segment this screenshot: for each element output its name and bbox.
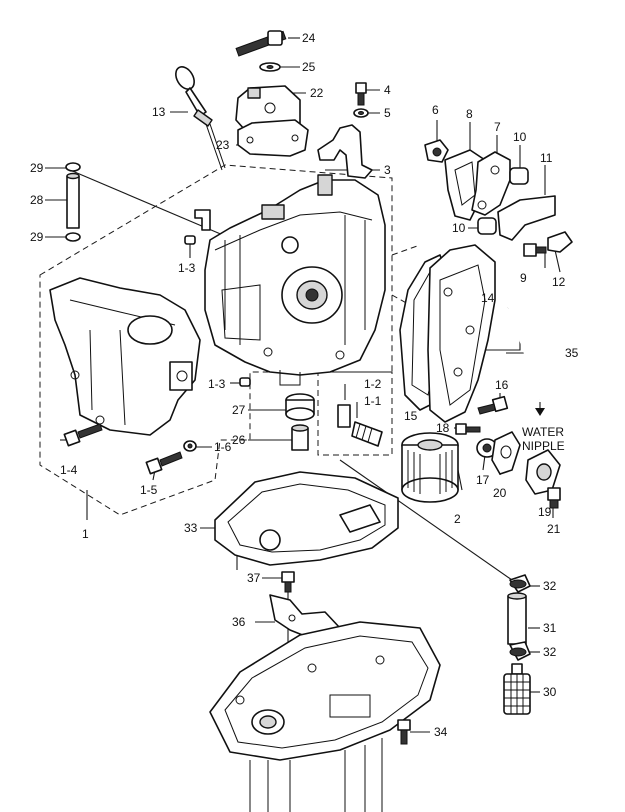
- label-1-6: 1-6: [214, 440, 232, 454]
- part-34-bolt: [397, 719, 411, 745]
- label-12: 12: [552, 275, 566, 289]
- water-nipple-arrow: [535, 402, 545, 416]
- oil-pan-housing: [209, 621, 441, 812]
- part-1-crankcase-block: [204, 174, 386, 386]
- label-23: 23: [216, 138, 230, 152]
- part-11-bracket: [497, 195, 556, 241]
- label-4: 4: [384, 83, 391, 97]
- part-1-2-dowel: [337, 404, 351, 428]
- part-1-3-pin-lower: [239, 377, 251, 387]
- label-27: 27: [232, 403, 246, 417]
- part-elbow-fitting: [194, 209, 211, 231]
- part-37-bolt: [281, 571, 295, 593]
- label-30: 30: [543, 685, 557, 699]
- label-36: 36: [232, 615, 246, 629]
- label-1-3-lower: 1-3: [208, 377, 226, 391]
- label-32-upper: 32: [543, 579, 557, 593]
- part-16-bolt: [477, 395, 509, 415]
- part-21-bolt: [547, 487, 561, 509]
- label-1-1: 1-1: [364, 394, 382, 408]
- label-37: 37: [247, 571, 261, 585]
- label-14: 14: [481, 291, 495, 305]
- label-34: 34: [434, 725, 448, 739]
- part-2-oil-filter: [401, 432, 459, 503]
- water-nipple-label-line1: WATER: [522, 425, 564, 439]
- part-30-strainer: [503, 663, 531, 715]
- label-15: 15: [404, 409, 418, 423]
- part-29-clip-upper: [65, 162, 81, 172]
- label-5: 5: [384, 106, 391, 120]
- part-12-clip: [547, 231, 573, 253]
- label-2: 2: [454, 512, 461, 526]
- part-3-bracket: [317, 124, 373, 179]
- part-20-gasket: [491, 431, 521, 475]
- label-20: 20: [493, 486, 507, 500]
- part-24-bolt: [235, 30, 287, 57]
- part-25-washer: [259, 62, 281, 72]
- label-25: 25: [302, 60, 316, 74]
- label-1-4: 1-4: [60, 463, 78, 477]
- label-16: 16: [495, 378, 509, 392]
- part-5-washer: [353, 108, 369, 118]
- part-1-1-stud: [351, 421, 383, 447]
- label-1-2: 1-2: [364, 377, 382, 391]
- label-28: 28: [30, 193, 44, 207]
- part-32-clamp-upper: [509, 574, 531, 593]
- label-35: 35: [565, 346, 579, 360]
- label-11: 11: [540, 151, 553, 165]
- part-13-dipstick: [175, 66, 226, 171]
- part-27-grommet: [285, 393, 315, 421]
- part-14-exhaust-cover: [427, 244, 496, 423]
- part-23-gasket: [237, 119, 309, 157]
- label-6: 6: [432, 103, 439, 117]
- part-31-hose-section: [507, 592, 527, 645]
- label-33: 33: [184, 521, 198, 535]
- water-nipple-label-line2: NIPPLE: [522, 439, 565, 453]
- label-10-upper: 10: [513, 130, 527, 144]
- label-3: 3: [384, 163, 391, 177]
- label-10-lower: 10: [452, 221, 466, 235]
- label-31: 31: [543, 621, 557, 635]
- label-18: 18: [436, 421, 450, 435]
- label-29-lower: 29: [30, 230, 44, 244]
- part-19-fitting: [525, 449, 561, 495]
- label-29-upper: 29: [30, 161, 44, 175]
- label-26: 26: [232, 433, 246, 447]
- part-10-grommet-upper: [509, 167, 529, 185]
- part-29-clip-lower: [65, 232, 81, 242]
- part-35-hose: [505, 295, 549, 401]
- label-7: 7: [494, 120, 501, 134]
- part-1-left-cover: [49, 277, 201, 436]
- part-28-tube: [66, 172, 80, 229]
- part-9-bolt: [523, 243, 547, 257]
- part-1-3-pin-upper: [184, 235, 196, 245]
- part-18-bolt: [455, 423, 481, 435]
- part-1-6-washer: [183, 440, 197, 452]
- label-1: 1: [82, 527, 89, 541]
- label-13: 13: [152, 105, 166, 119]
- part-33-gasket: [214, 471, 399, 566]
- label-17: 17: [476, 473, 490, 487]
- part-6-anode: [424, 139, 449, 163]
- part-26-collar: [291, 424, 309, 451]
- label-1-3-upper: 1-3: [178, 261, 196, 275]
- label-24: 24: [302, 31, 316, 45]
- part-1-5-bolt: [145, 451, 183, 475]
- cover-group-boundary: [391, 244, 421, 306]
- label-21: 21: [547, 522, 561, 536]
- label-19: 19: [538, 505, 552, 519]
- label-22: 22: [310, 86, 324, 100]
- part-1-4-bolt: [63, 423, 103, 447]
- part-4-bolt: [355, 82, 367, 106]
- label-9: 9: [520, 271, 527, 285]
- label-8: 8: [466, 107, 473, 121]
- part-32-clamp-lower: [509, 641, 531, 661]
- part-10-grommet-lower: [477, 217, 497, 235]
- label-32-lower: 32: [543, 645, 557, 659]
- label-1-5: 1-5: [140, 483, 158, 497]
- part-7-thermostat-cover: [471, 151, 511, 216]
